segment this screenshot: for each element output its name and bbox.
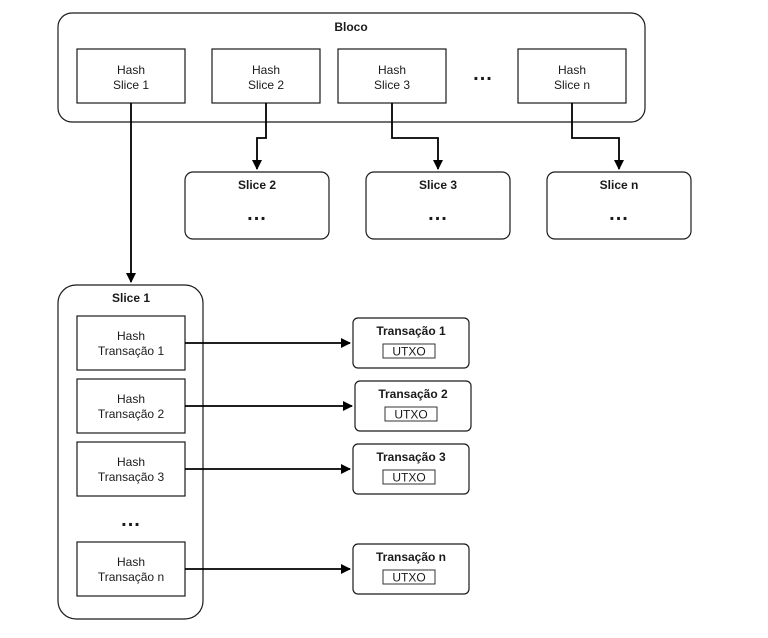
bloco-ellipsis: ...: [473, 63, 493, 85]
slice-2-box: Slice 2 ...: [184, 171, 330, 240]
hash-slice-1-line2: Slice 1: [113, 78, 149, 92]
hash-transacao-2-line1: Hash: [117, 392, 145, 406]
hash-slice-3-line1: Hash: [378, 63, 406, 77]
hash-transacao-n-line1: Hash: [117, 555, 145, 569]
transacao-2-box: Transação 2 UTXO: [354, 380, 472, 432]
transacao-n-utxo: UTXO: [392, 571, 425, 585]
hash-transacao-2-line2: Transação 2: [98, 407, 165, 421]
slice-2-title: Slice 2: [238, 178, 276, 192]
transacao-3-utxo: UTXO: [392, 471, 425, 485]
hash-transacao-3: Hash Transação 3: [76, 441, 186, 497]
hash-slice-n-line1: Hash: [558, 63, 586, 77]
slice-3-title: Slice 3: [419, 178, 457, 192]
slice-n-title: Slice n: [600, 178, 639, 192]
slice-n-box: Slice n ...: [546, 171, 692, 240]
hash-slice-n-line2: Slice n: [554, 78, 590, 92]
slice-1-ellipsis: ...: [121, 509, 141, 531]
arrow-hash-slice-2-to-slice-2: [252, 103, 267, 170]
transacao-3-box: Transação 3 UTXO: [352, 443, 470, 495]
slice-1-title: Slice 1: [112, 291, 150, 305]
hash-transacao-1: Hash Transação 1: [76, 315, 186, 371]
arrow-hash-slice-3-to-slice-3: [391, 103, 443, 170]
hash-transacao-3-line1: Hash: [117, 455, 145, 469]
hash-transacao-2: Hash Transação 2: [76, 378, 186, 434]
hash-transacao-n: Hash Transação n: [76, 541, 186, 597]
hash-slice-3-line2: Slice 3: [374, 78, 410, 92]
hash-slice-n: Hash Slice n: [517, 48, 627, 104]
hash-transacao-n-line2: Transação n: [98, 570, 164, 584]
hash-transacao-1-line1: Hash: [117, 329, 145, 343]
transacao-n-title: Transação n: [376, 550, 446, 564]
arrow-hash-slice-n-to-slice-n: [571, 103, 624, 170]
hash-transacao-1-line2: Transação 1: [98, 344, 165, 358]
bloco-title: Bloco: [334, 20, 367, 34]
slice-2-ellipsis: ...: [247, 203, 267, 225]
hash-slice-2-line1: Hash: [252, 63, 280, 77]
hash-transacao-3-line2: Transação 3: [98, 470, 165, 484]
transacao-1-utxo: UTXO: [392, 345, 425, 359]
hash-slice-2-line2: Slice 2: [248, 78, 284, 92]
transacao-2-title: Transação 2: [378, 387, 448, 401]
hash-slice-3: Hash Slice 3: [337, 48, 447, 104]
hash-slice-2: Hash Slice 2: [211, 48, 321, 104]
transacao-3-title: Transação 3: [376, 450, 446, 464]
slice-n-ellipsis: ...: [609, 203, 629, 225]
transacao-1-title: Transação 1: [376, 324, 446, 338]
slice-3-box: Slice 3 ...: [365, 171, 511, 240]
transacao-2-utxo: UTXO: [394, 408, 427, 422]
transacao-1-box: Transação 1 UTXO: [352, 317, 470, 369]
hash-slice-1: Hash Slice 1: [76, 48, 186, 104]
hash-slice-1-line1: Hash: [117, 63, 145, 77]
transacao-n-box: Transação n UTXO: [352, 543, 470, 595]
slice-3-ellipsis: ...: [428, 203, 448, 225]
